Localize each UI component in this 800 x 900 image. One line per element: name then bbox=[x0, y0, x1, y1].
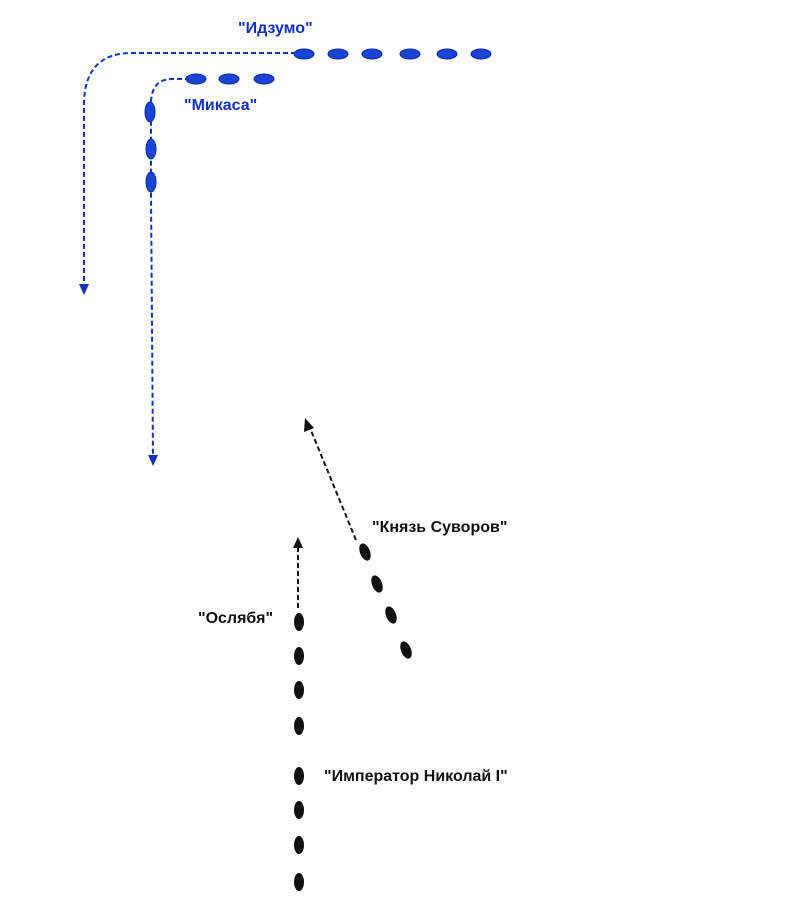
mikasa-course-line bbox=[150, 78, 190, 458]
oslyabya-course-arrowhead bbox=[293, 537, 303, 548]
label-oslyabya: "Ослябя" bbox=[198, 610, 273, 627]
mikasa-column bbox=[144, 73, 275, 193]
ship-icon bbox=[470, 48, 492, 60]
ship-icon bbox=[294, 801, 304, 819]
ship-icon bbox=[294, 613, 304, 631]
ship-icon bbox=[371, 575, 383, 593]
izumo-column bbox=[293, 48, 492, 60]
ship-icon bbox=[361, 48, 383, 60]
mikasa-course-arrowhead bbox=[148, 455, 158, 466]
nikolai-column bbox=[294, 767, 304, 891]
suvorov-course-line bbox=[309, 427, 357, 541]
ship-icon bbox=[293, 48, 315, 60]
ship-icon bbox=[399, 48, 421, 60]
oslyabya-column bbox=[294, 613, 304, 735]
ship-icon bbox=[327, 48, 349, 60]
ship-icon bbox=[385, 606, 397, 624]
izumo-course-arrowhead bbox=[79, 284, 89, 295]
ship-icon bbox=[145, 138, 157, 160]
ship-icon bbox=[294, 836, 304, 854]
suvorov-column bbox=[359, 543, 412, 659]
izumo-course-line bbox=[83, 52, 296, 286]
label-mikasa: "Микаса" bbox=[184, 97, 257, 114]
ship-icon bbox=[400, 641, 412, 659]
ship-icon bbox=[144, 101, 156, 123]
ship-icon bbox=[294, 873, 304, 891]
label-nikolai: "Император Николай I" bbox=[324, 768, 508, 785]
ship-icon bbox=[294, 717, 304, 735]
ship-icon bbox=[436, 48, 458, 60]
label-izumo: "Идзумо" bbox=[238, 20, 313, 37]
ship-icon bbox=[218, 73, 240, 85]
label-suvorov: "Князь Суворов" bbox=[372, 519, 507, 536]
ship-icon bbox=[185, 73, 207, 85]
ship-icon bbox=[294, 647, 304, 665]
suvorov-course-arrowhead bbox=[304, 418, 314, 432]
ship-icon bbox=[359, 543, 371, 561]
ship-icon bbox=[253, 73, 275, 85]
ship-icon bbox=[294, 767, 304, 785]
ship-icon bbox=[145, 171, 157, 193]
ship-icon bbox=[294, 681, 304, 699]
